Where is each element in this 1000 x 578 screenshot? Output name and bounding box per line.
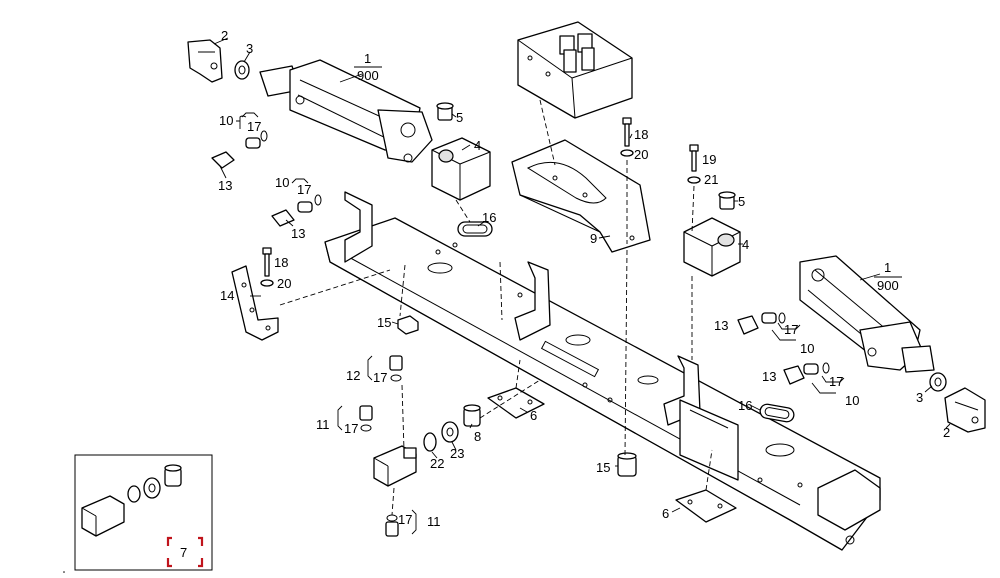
callout-10-b: 10 (275, 175, 289, 190)
callout-900-left-denominator: 900 (357, 68, 379, 83)
washer-3-left (234, 60, 250, 80)
callout-8: 8 (474, 429, 481, 444)
hydraulic-cylinder-left (259, 59, 433, 163)
callout-17-g: 17 (398, 512, 412, 527)
callout-18-a: 18 (634, 127, 648, 142)
callout-1-right-numerator: 1 (884, 260, 891, 275)
assembly-lines (279, 99, 713, 516)
valve-block (517, 21, 633, 119)
detail-inset-7 (74, 454, 213, 571)
callout-2-left: 2 (221, 28, 228, 43)
callout-4-b: 4 (742, 237, 749, 252)
callout-15-b: 15 (596, 460, 610, 475)
callout-16-a: 16 (482, 210, 496, 225)
washer-3-right (929, 372, 947, 392)
callout-11-a: 11 (316, 417, 330, 432)
fitting-12-17 (389, 355, 403, 382)
fitting-10-17-13-b (271, 194, 322, 227)
callout-13-d: 13 (762, 369, 776, 384)
callout-17-f: 17 (344, 421, 358, 436)
callout-18-b: 18 (274, 255, 288, 270)
callout-13-c: 13 (714, 318, 728, 333)
seal-22 (423, 432, 437, 452)
callout-6-b: 6 (662, 506, 669, 521)
callout-16-b: 16 (738, 398, 752, 413)
callout-5-b: 5 (738, 194, 745, 209)
callout-21: 21 (704, 172, 718, 187)
bracket-9 (511, 139, 651, 253)
fitting-10-17-13-a (211, 130, 268, 169)
callout-7: 7 (180, 545, 187, 560)
callout-10-c: 10 (800, 341, 814, 356)
clip-15-b (617, 452, 637, 477)
support-block-4-a (431, 137, 491, 201)
leader-lines (213, 37, 951, 535)
clevis-left (187, 39, 223, 83)
callout-15-a: 15 (377, 315, 391, 330)
callout-13-b: 13 (291, 226, 305, 241)
callout-10-d: 10 (845, 393, 859, 408)
plate-6-b (675, 489, 737, 523)
callout-5-a: 5 (456, 110, 463, 125)
hydraulic-cylinder-right (799, 255, 935, 373)
bolt-18-20-a (620, 117, 634, 157)
callout-17-c: 17 (784, 322, 798, 337)
callout-17-e: 17 (373, 370, 387, 385)
callout-22: 22 (430, 456, 444, 471)
callout-17-d: 17 (829, 374, 843, 389)
callout-17-a: 17 (247, 119, 261, 134)
plug-5-b (718, 191, 736, 210)
callout-23: 23 (450, 446, 464, 461)
bolt-18-20-b (260, 247, 274, 287)
callout-11-b: 11 (427, 514, 441, 529)
callout-9: 9 (590, 231, 597, 246)
clevis-right (944, 387, 986, 433)
callout-2-right: 2 (943, 425, 950, 440)
frame-rail (324, 191, 881, 551)
callout-20-a: 20 (634, 147, 648, 162)
fitting-11-17-a (359, 405, 373, 432)
connector-8 (463, 404, 481, 427)
callout-10-a: 10 (219, 113, 233, 128)
callout-3-right: 3 (916, 390, 923, 405)
fitting-13-17-10-d (783, 362, 830, 385)
callout-3-left: 3 (246, 41, 253, 56)
callout-4-a: 4 (474, 138, 481, 153)
fitting-17-11-b (385, 514, 399, 537)
callout-900-right-denominator: 900 (877, 278, 899, 293)
callout-20-b: 20 (277, 276, 291, 291)
fitting-13-17-10-c (737, 312, 786, 335)
solenoid-valve (373, 445, 417, 487)
plate-6-a (487, 387, 545, 419)
gasket-16-a (457, 221, 493, 237)
callout-13-a: 13 (218, 178, 232, 193)
callout-1-left-numerator: 1 (364, 51, 371, 66)
callout-labels: 2 3 1 900 10 17 13 5 4 10 17 13 16 18 20… (180, 28, 950, 560)
bracket-14 (231, 265, 279, 341)
callout-14: 14 (220, 288, 234, 303)
gasket-16-b (759, 403, 795, 423)
callout-12: 12 (346, 368, 360, 383)
callout-19: 19 (702, 152, 716, 167)
callout-6-a: 6 (530, 408, 537, 423)
clip-15-a (397, 315, 419, 335)
nut-23 (441, 421, 459, 443)
callout-17-b: 17 (297, 182, 311, 197)
support-block-4-b (683, 217, 741, 277)
plug-5-a (436, 102, 454, 121)
bolt-19-21 (687, 144, 701, 184)
